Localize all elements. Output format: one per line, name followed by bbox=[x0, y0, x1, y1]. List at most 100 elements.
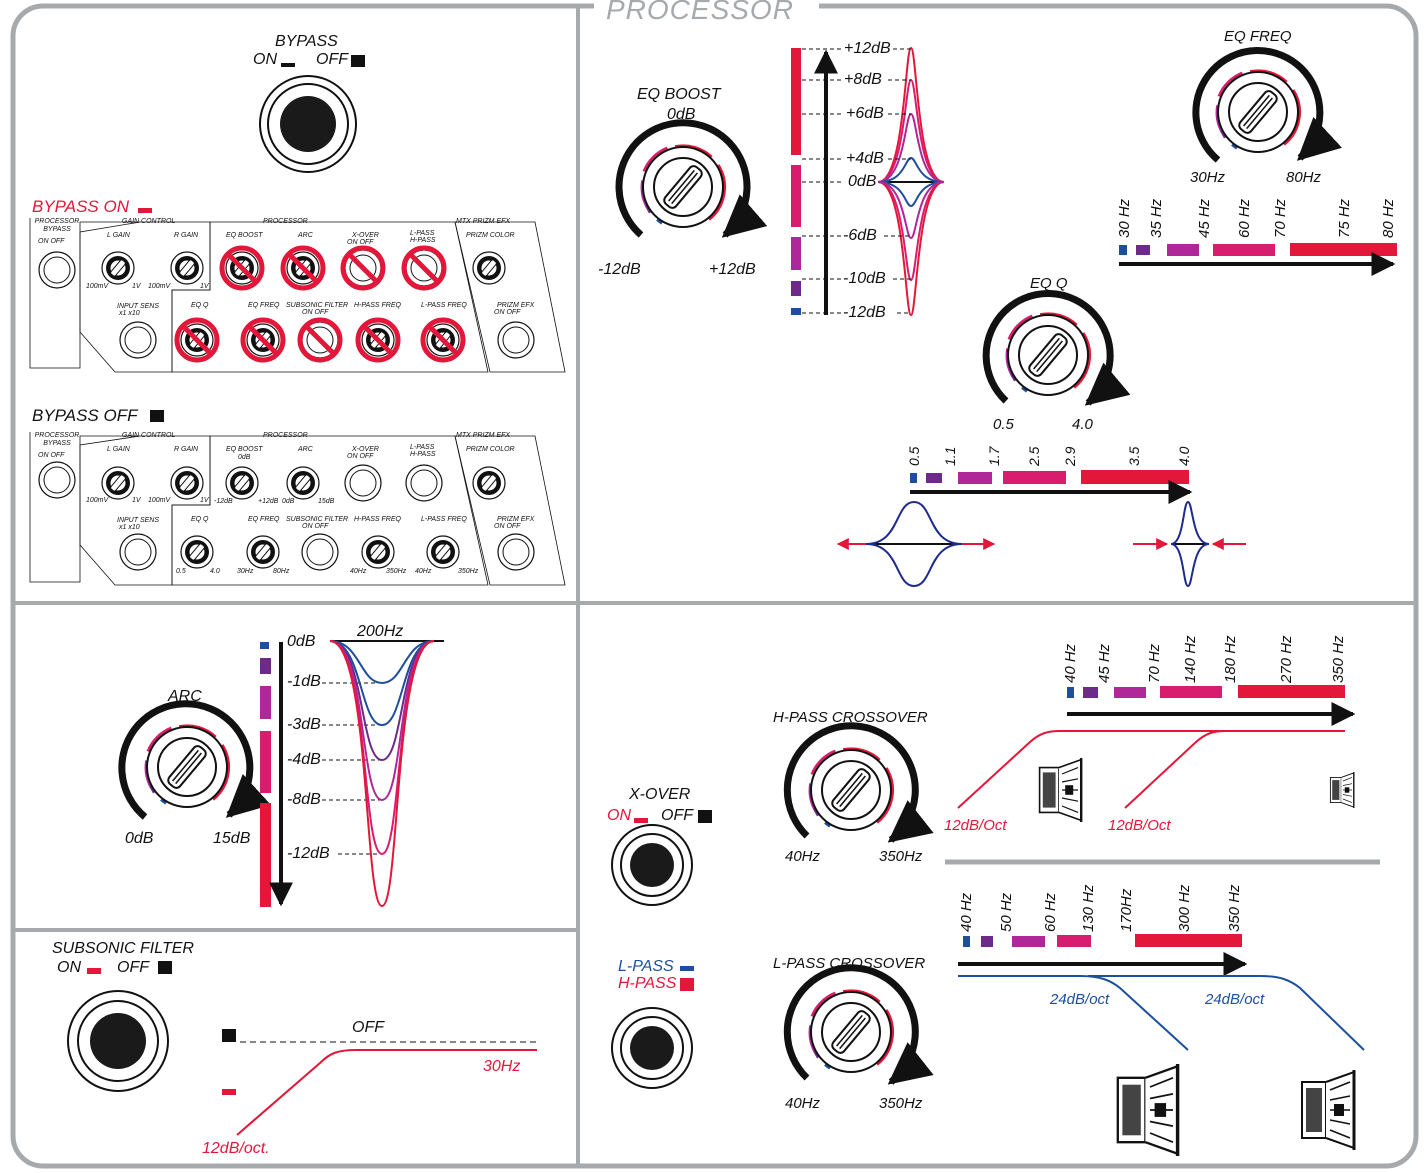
bon-prizm-color: PRIZM COLOR bbox=[466, 232, 515, 239]
arc-title: ARC bbox=[168, 688, 202, 705]
boff-input-sens-switch: x1 x10 bbox=[119, 524, 140, 531]
eq-freq-tick: 70 Hz bbox=[1272, 198, 1289, 238]
bon-prizm-efx-switch: ON OFF bbox=[494, 309, 521, 316]
boff-prizm-efx-switch: ON OFF bbox=[494, 523, 521, 530]
arc-freq: 200Hz bbox=[357, 623, 404, 640]
boff-h-pass: H-PASS bbox=[410, 451, 436, 458]
eq-level-label: -6dB bbox=[843, 227, 877, 244]
eq-level-label: +6dB bbox=[846, 105, 884, 122]
bon-input-sens-switch: x1 x10 bbox=[119, 310, 140, 317]
hpass-min: 40Hz bbox=[785, 848, 821, 865]
boff-eb-min: -12dB bbox=[214, 498, 233, 505]
arc-knob[interactable] bbox=[118, 700, 272, 820]
lpass-tick: 170Hz bbox=[1118, 888, 1135, 932]
bon-input-sens: INPUT SENS bbox=[117, 303, 160, 310]
boff-mtx-prizm: MTX PRIZM EFX bbox=[456, 432, 511, 439]
lpass-max: 350Hz bbox=[879, 1095, 923, 1112]
boff-l-pass: L-PASS bbox=[410, 444, 435, 451]
xover-button[interactable] bbox=[611, 824, 693, 906]
eq-freq-scale bbox=[1119, 243, 1397, 276]
bon-r-gain: R GAIN bbox=[174, 232, 199, 239]
bon-mtx-prizm: MTX PRIZM EFX bbox=[456, 218, 511, 225]
subsonic-button[interactable] bbox=[67, 990, 169, 1092]
boff-hp-max: 350Hz bbox=[386, 568, 407, 575]
eq-boost-chart bbox=[791, 46, 945, 317]
eq-freq-title: EQ FREQ bbox=[1224, 28, 1292, 45]
bon-eq-freq: EQ FREQ bbox=[248, 302, 280, 309]
bon-subsonic: SUBSONIC FILTER bbox=[286, 302, 349, 309]
speaker-icon bbox=[1113, 1062, 1187, 1158]
eq-q-min: 0.5 bbox=[993, 416, 1014, 433]
lpass-label: L-PASS bbox=[618, 958, 674, 975]
hpass-tick: 45 Hz bbox=[1096, 643, 1113, 683]
boff-arc: ARC bbox=[298, 446, 313, 453]
eq-freq-knob[interactable] bbox=[1192, 47, 1342, 163]
xover-off-label: OFF bbox=[661, 807, 693, 824]
eq-freq-min: 30Hz bbox=[1190, 169, 1226, 186]
arc-level-label: -1dB bbox=[287, 673, 321, 690]
lpass-title: L-PASS CROSSOVER bbox=[773, 955, 926, 972]
eq-q-tick: 2.5 bbox=[1026, 446, 1042, 466]
eq-q-tick: 3.5 bbox=[1126, 446, 1142, 466]
arc-level-label: -4dB bbox=[287, 751, 321, 768]
lpass-knob[interactable] bbox=[783, 964, 934, 1085]
arc-min: 0dB bbox=[125, 830, 154, 847]
bon-subsonic-switch: ON OFF bbox=[302, 309, 329, 316]
bypass-button[interactable] bbox=[259, 75, 357, 173]
boff-h-pass-freq: H-PASS FREQ bbox=[354, 516, 401, 523]
eq-level-label: +12dB bbox=[844, 40, 891, 57]
subsonic-title: SUBSONIC FILTER bbox=[52, 940, 194, 957]
hpass-label: H-PASS bbox=[618, 975, 677, 992]
boff-eq-freq: EQ FREQ bbox=[248, 516, 280, 523]
boff-subsonic-switch: ON OFF bbox=[302, 523, 329, 530]
hpass-tick: 70 Hz bbox=[1146, 643, 1163, 683]
bon-bypass-switch: ON OFF bbox=[38, 238, 65, 245]
boff-processor: PROCESSOR bbox=[263, 432, 308, 439]
bon-rg-min: 100mV bbox=[148, 283, 171, 290]
arc-max: 15dB bbox=[213, 830, 251, 847]
eq-freq-tick: 80 Hz bbox=[1380, 198, 1397, 238]
boff-x-over-switch: ON OFF bbox=[347, 453, 374, 460]
boff-input-sens: INPUT SENS bbox=[117, 517, 160, 524]
eq-level-label: -10dB bbox=[843, 270, 886, 287]
eq-boost-knob[interactable] bbox=[615, 119, 768, 238]
bypass-on-title: BYPASS ON bbox=[32, 197, 129, 216]
hpass-slope: 12dB/Oct bbox=[944, 817, 1007, 834]
subsonic-chart-off: OFF bbox=[352, 1019, 384, 1036]
lpass-min: 40Hz bbox=[785, 1095, 821, 1112]
hpass-max: 350Hz bbox=[879, 848, 923, 865]
lpass-tick: 350 Hz bbox=[1226, 884, 1243, 932]
lpass-hpass-button[interactable] bbox=[611, 1007, 693, 1089]
eq-q-knob[interactable] bbox=[982, 290, 1131, 406]
boff-bypass-switch: ON OFF bbox=[38, 452, 65, 459]
boff-lp-max: 350Hz bbox=[458, 568, 479, 575]
eq-boost-value: 0dB bbox=[667, 106, 696, 123]
hpass-knob[interactable] bbox=[783, 722, 934, 843]
bypass-off-indicator bbox=[351, 55, 365, 67]
bon-lg-max: 1V bbox=[132, 283, 141, 290]
hpass-tick: 270 Hz bbox=[1278, 635, 1295, 683]
boff-processor-bypass: PROCESSOR BYPASS bbox=[34, 432, 80, 447]
eq-freq-tick: 35 Hz bbox=[1148, 198, 1165, 238]
eq-level-label: +8dB bbox=[844, 71, 882, 88]
boff-arc-min: 0dB bbox=[282, 498, 295, 505]
lpass-tick: 60 Hz bbox=[1042, 892, 1059, 932]
eq-level-label: -12dB bbox=[843, 304, 886, 321]
title-backdrop bbox=[594, 0, 819, 22]
boff-rg-min: 100mV bbox=[148, 497, 171, 504]
bon-h-pass-freq: H-PASS FREQ bbox=[354, 302, 401, 309]
bypass-off-label: OFF bbox=[316, 51, 348, 68]
boff-prizm-efx: PRIZM EFX bbox=[497, 516, 535, 523]
bon-prizm-efx: PRIZM EFX bbox=[497, 302, 535, 309]
bypass-on-panel bbox=[29, 208, 566, 373]
hpass-title: H-PASS CROSSOVER bbox=[773, 709, 928, 726]
eq-q-tick: 1.1 bbox=[942, 446, 958, 466]
arc-level-label: 0dB bbox=[287, 633, 316, 650]
boff-l-gain: L GAIN bbox=[107, 446, 130, 453]
lpass-tick: 130 Hz bbox=[1080, 884, 1097, 932]
bon-l-pass-freq: L-PASS FREQ bbox=[421, 302, 467, 309]
boff-lp-min: 40Hz bbox=[415, 568, 432, 575]
eq-boost-max: +12dB bbox=[709, 261, 756, 278]
eq-q-tick: 0.5 bbox=[906, 446, 922, 466]
bon-x-over: X-OVER bbox=[352, 232, 379, 239]
